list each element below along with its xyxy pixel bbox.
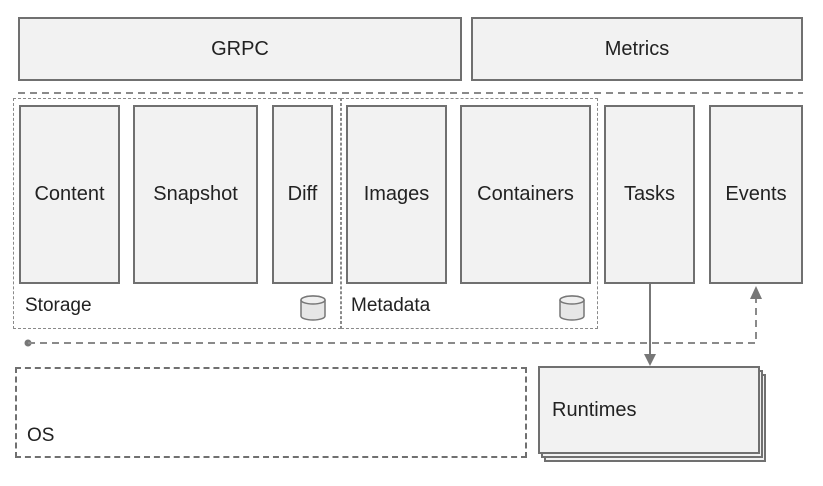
content-box: Content xyxy=(19,105,120,284)
event-bus-arrowhead xyxy=(750,286,762,299)
os-label: OS xyxy=(27,425,55,446)
event-bus-start-dot xyxy=(24,339,32,347)
containers-label: Containers xyxy=(477,183,574,205)
metrics-box: Metrics xyxy=(471,17,803,81)
metadata-label: Metadata xyxy=(351,295,431,316)
database-icon xyxy=(300,295,326,321)
metrics-label: Metrics xyxy=(604,37,670,60)
images-label: Images xyxy=(363,183,430,205)
images-box: Images xyxy=(346,105,447,284)
database-icon xyxy=(559,295,585,321)
runtimes-label: Runtimes xyxy=(552,398,637,421)
diff-box: Diff xyxy=(272,105,333,284)
containers-box: Containers xyxy=(460,105,591,284)
events-label: Events xyxy=(725,183,787,205)
tasks-box: Tasks xyxy=(604,105,695,284)
snapshot-label: Snapshot xyxy=(153,183,238,205)
tasks-label: Tasks xyxy=(623,183,676,205)
diff-label: Diff xyxy=(287,183,318,205)
runtimes-box: Runtimes xyxy=(538,366,760,454)
grpc-label: GRPC xyxy=(211,37,269,60)
storage-label: Storage xyxy=(25,295,92,316)
os-box xyxy=(15,367,527,458)
content-label: Content xyxy=(34,183,105,205)
tasks-runtimes-arrowhead xyxy=(644,354,656,366)
snapshot-box: Snapshot xyxy=(133,105,258,284)
grpc-box: GRPC xyxy=(18,17,462,81)
events-box: Events xyxy=(709,105,803,284)
